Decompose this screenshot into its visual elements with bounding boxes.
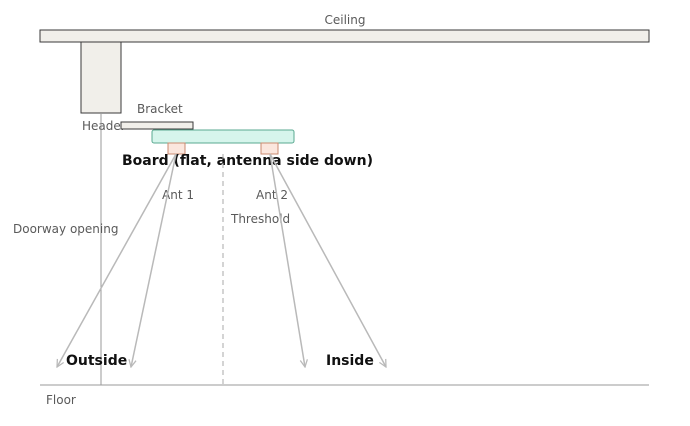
inside-label: Inside bbox=[326, 353, 374, 369]
header-label: Header bbox=[82, 119, 126, 133]
antenna-2 bbox=[260, 142, 279, 155]
ant2-label: Ant 2 bbox=[256, 188, 288, 202]
antenna-1 bbox=[167, 142, 186, 155]
ant2-beam-inner bbox=[269, 153, 305, 367]
ceiling-slab bbox=[39, 29, 650, 43]
bracket-label: Bracket bbox=[137, 102, 183, 116]
ant1-label: Ant 1 bbox=[162, 188, 194, 202]
ant2-beam-outer bbox=[269, 153, 386, 367]
threshold-label: Threshold bbox=[230, 212, 290, 226]
floor-label: Floor bbox=[46, 393, 76, 407]
ceiling-label: Ceiling bbox=[325, 13, 366, 27]
board bbox=[151, 129, 295, 144]
header-block bbox=[80, 41, 122, 114]
bracket bbox=[120, 121, 194, 130]
board-label: Board (flat, antenna side down) bbox=[122, 153, 373, 169]
outside-label: Outside bbox=[66, 353, 127, 369]
ant1-beam-outer bbox=[57, 153, 177, 367]
ant1-beam-inner bbox=[131, 153, 177, 367]
doorway-opening-label: Doorway opening bbox=[13, 222, 118, 236]
